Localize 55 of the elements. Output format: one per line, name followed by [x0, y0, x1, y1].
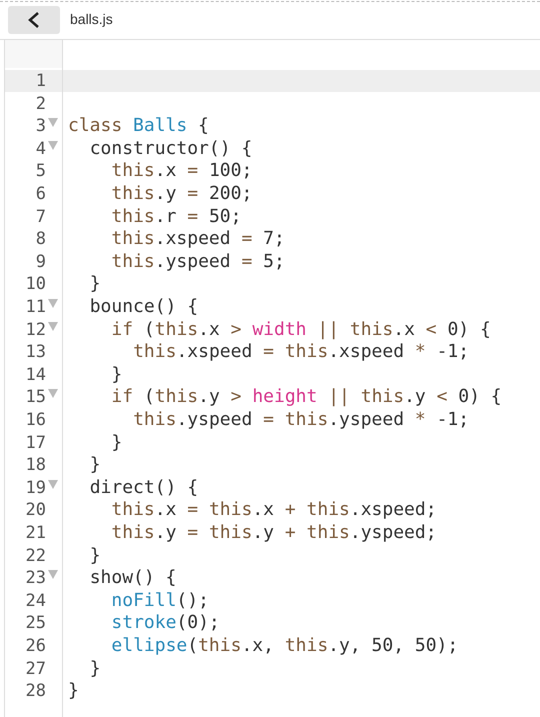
code-line: }: [111, 432, 122, 454]
line-number: 21: [24, 522, 46, 544]
line-number: 8: [34, 228, 46, 250]
code-line: class Balls {: [68, 115, 209, 138]
code-line: if (this.y > height || this.y < 0) {: [111, 386, 502, 408]
code-line: }: [90, 273, 101, 296]
line-number: 16: [24, 409, 46, 431]
code-line: if (this.x > width || this.x < 0) {: [111, 318, 491, 341]
code-line: }: [90, 544, 101, 567]
code-line: }: [68, 680, 79, 702]
line-number: 17: [24, 432, 46, 454]
line-number: 13: [24, 341, 46, 364]
line-number: 18: [24, 454, 46, 476]
code-line: ellipse(this.x, this.y, 50, 50);: [111, 635, 458, 657]
line-number: 9: [34, 250, 46, 273]
code-line: this.yspeed = 5;: [111, 250, 285, 273]
code-line: this.xspeed = this.xspeed * -1;: [133, 341, 470, 364]
line-number: 7: [34, 206, 46, 228]
code-line: constructor() {: [90, 138, 252, 160]
code-line: this.yspeed = this.yspeed * -1;: [133, 409, 470, 431]
line-number: 24: [24, 590, 46, 612]
line-number: 22: [24, 544, 46, 567]
line-number: 1: [34, 70, 46, 92]
line-number: 11: [24, 296, 46, 318]
line-number: 25: [24, 612, 46, 634]
line-number: 14: [24, 364, 46, 386]
line-number: 5: [34, 160, 46, 182]
line-number: 15: [24, 386, 46, 408]
code-line: direct() {: [90, 476, 198, 499]
code-line: }: [111, 364, 122, 386]
file-name: balls.js: [70, 11, 113, 27]
code-line: this.x = this.x + this.xspeed;: [111, 499, 437, 522]
code-line: this.x = 100;: [111, 160, 252, 182]
line-number: 28: [24, 680, 46, 702]
code-line: this.r = 50;: [111, 206, 242, 228]
line-number: 2: [34, 92, 46, 115]
code-line: this.y = this.y + this.yspeed;: [111, 522, 437, 544]
code-line: this.y = 200;: [111, 183, 252, 205]
code-line: stroke(0);: [111, 612, 220, 634]
code-line: show() {: [90, 567, 176, 590]
code-line: }: [90, 658, 101, 680]
line-number: 19: [24, 476, 46, 499]
line-number: 26: [24, 635, 46, 657]
line-number: 12: [24, 318, 46, 341]
line-number: 3: [34, 115, 46, 138]
line-number: 10: [24, 273, 46, 296]
line-number: 23: [24, 567, 46, 590]
line-number: 4: [34, 138, 46, 160]
line-number: 20: [24, 499, 46, 522]
code-line: this.xspeed = 7;: [111, 228, 285, 250]
code-line: noFill();: [111, 590, 209, 612]
line-number: 6: [34, 183, 46, 205]
code-line: }: [90, 454, 101, 476]
code-line: bounce() {: [90, 296, 198, 318]
line-number: 27: [24, 658, 46, 680]
